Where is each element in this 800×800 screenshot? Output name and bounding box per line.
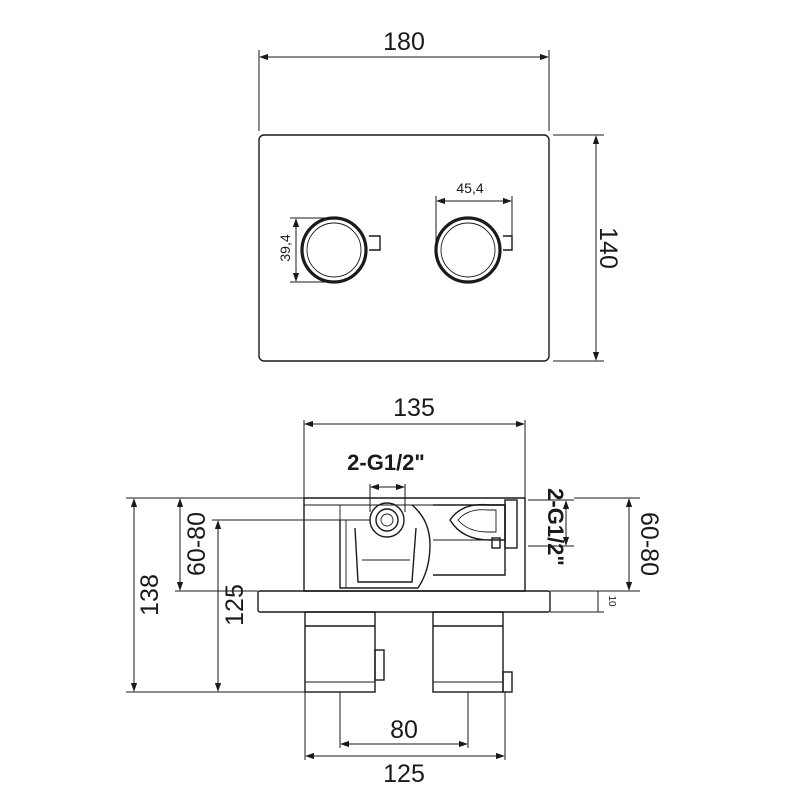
dimension-depth-right: 60-80 bbox=[550, 497, 663, 592]
left-knob bbox=[300, 216, 381, 284]
knob-diameter-label: 39,4 bbox=[277, 234, 293, 261]
body-width-label: 135 bbox=[393, 394, 435, 422]
side-view: 135 2-G1/2" bbox=[126, 394, 663, 788]
dimension-knob-diameter: 39,4 bbox=[277, 217, 334, 283]
dimension-body-135: 135 bbox=[303, 394, 526, 498]
dimension-inlet-125: 125 bbox=[304, 692, 506, 788]
dimension-body-125: 125 bbox=[212, 519, 370, 693]
body-height-label: 125 bbox=[221, 584, 249, 626]
knob-spacing-label: 45,4 bbox=[456, 180, 483, 196]
inlet-span-label: 125 bbox=[383, 760, 425, 788]
depth-left-label: 60-80 bbox=[183, 512, 211, 576]
depth-right-label: 60-80 bbox=[635, 512, 663, 576]
inlet-spacing-label: 80 bbox=[390, 716, 418, 744]
plate-thickness-label: 10 bbox=[606, 595, 617, 607]
left-handle bbox=[304, 611, 385, 693]
outlet-top-label: 2-G1/2" bbox=[347, 450, 425, 475]
outlet-top-callout: 2-G1/2" bbox=[347, 450, 425, 512]
dimension-knob-span: 45,4 bbox=[435, 180, 513, 250]
dimension-height-140: 140 bbox=[553, 134, 622, 362]
outlet-right-callout: 2-G1/2" bbox=[528, 488, 574, 566]
dimension-inlet-80: 80 bbox=[339, 692, 469, 748]
width-label: 180 bbox=[383, 28, 425, 56]
dimension-total-138: 138 bbox=[126, 497, 212, 693]
height-label: 140 bbox=[594, 227, 622, 269]
right-handle bbox=[432, 611, 513, 693]
dimension-plate-10: 10 bbox=[550, 591, 617, 613]
front-view: 180 140 39,4 45,4 bbox=[258, 28, 622, 362]
dimension-width-180: 180 bbox=[258, 28, 550, 131]
right-knob bbox=[434, 216, 513, 284]
cover-plate bbox=[258, 134, 550, 362]
valve-body bbox=[303, 497, 526, 592]
dimension-depth-left: 60-80 bbox=[175, 497, 304, 592]
total-height-label: 138 bbox=[136, 574, 164, 616]
side-cover-plate bbox=[257, 590, 551, 613]
